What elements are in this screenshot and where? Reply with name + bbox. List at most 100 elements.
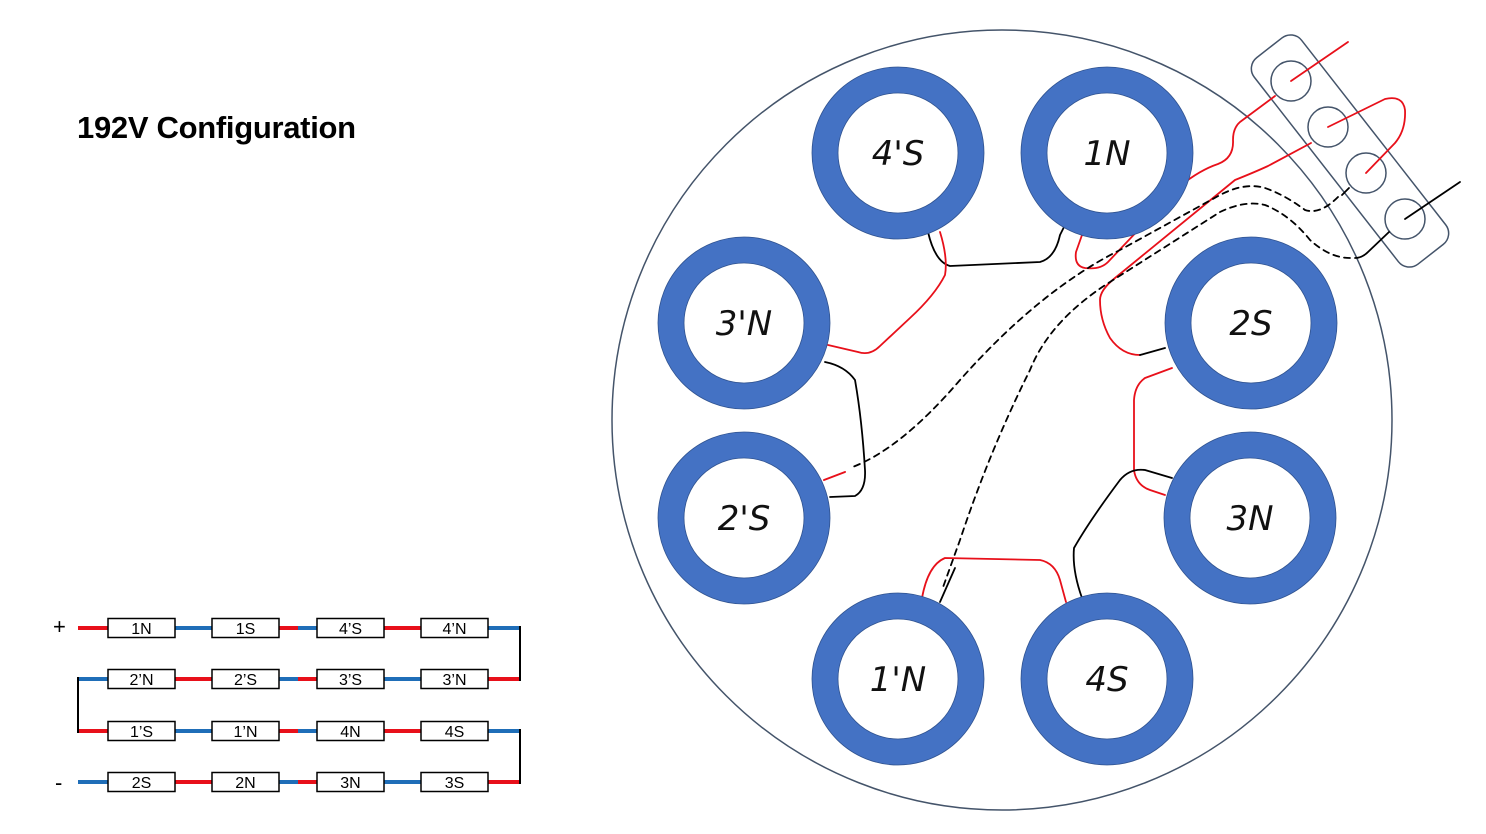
schematic-box-outline [420,720,489,742]
schematic-box-label: 4S [445,724,465,741]
schematic-box-label: 1N [131,621,151,638]
schematic-coil-box: 2’N [107,668,176,690]
schematic-coil-box: 4’S [316,617,385,639]
wire-red-4S-prime-to-3N-prime [827,231,947,355]
schematic-coil-box: 1N [107,617,176,639]
coil-center [1046,618,1168,740]
coil-center [837,92,959,214]
schematic-coil-box: 2N [211,771,280,793]
schematic-box-outline [316,720,385,742]
schematic-coil-box: 4’N [420,617,489,639]
wire-red-2S-to-3N [1133,367,1173,496]
coil-ring-outer-edge [657,236,831,410]
schematic-box-label: 1’S [130,724,153,741]
terminal-3 [1345,152,1387,194]
wire-red-2S-to-terminal [1099,142,1312,356]
coil-ring [812,593,984,765]
schematic-box-outline [107,771,176,793]
coil-label: 2S [1229,304,1272,344]
schematic-box-label: 4N [340,724,360,741]
terminal-4 [1384,198,1426,240]
schematic-box-label: 3S [445,775,465,792]
terminal-2 [1307,106,1349,148]
coil-ring [1021,67,1193,239]
wire-black-lead-out [1404,181,1461,220]
page-title: 192V Configuration [77,110,356,145]
plus-terminal-label: + [53,614,66,639]
coil-ring [812,67,984,239]
wire-red-2S-prime-stub [823,471,846,481]
wire-dashed-2S-prime [849,185,1339,469]
schematic-box-label: 2’N [129,672,153,689]
terminal-block-outline [1250,34,1450,268]
wire-red-terminal-loop [1327,97,1406,174]
coil-center [683,262,805,384]
coil-label: 4'S [872,134,925,174]
schematic-box-outline [107,617,176,639]
wire-black-3N-prime-to-2S-prime [824,361,866,498]
coil-label: 2'S [718,499,771,539]
schematic-box-outline [211,720,280,742]
wire-black-1N-prime-stub [939,567,956,603]
coil-label: 3'N [716,304,772,344]
schematic-box-outline [316,771,385,793]
coil-ring-outer-edge [1020,592,1194,766]
schematic-coil-box: 3’S [316,668,385,690]
coil-ring-outer-edge [1163,431,1337,605]
schematic-box-outline [420,617,489,639]
stator-coil: 4'S [811,66,985,240]
coil-ring [1165,237,1337,409]
wire-black-terminal-4 [1354,231,1390,259]
minus-terminal-label: - [55,770,62,795]
wire-black-2S-stub [1139,347,1166,356]
coil-ring [658,237,830,409]
schematic-box-outline [211,668,280,690]
schematic-box-label: 3N [340,775,360,792]
schematic-box-label: 3’N [442,672,466,689]
schematic-box-outline [420,668,489,690]
schematic-box-label: 4’N [442,621,466,638]
schematic-coil-box: 2S [107,771,176,793]
schematic-box-outline [211,617,280,639]
stator-coil: 1'N [811,592,985,766]
schematic-box-outline [316,617,385,639]
stator-coil: 1N [1020,66,1194,240]
schematic-coil-box: 3’N [420,668,489,690]
schematic-box-outline [211,771,280,793]
wire-black-3N-to-4S [1072,468,1173,599]
series-schematic: + - 1N 1S 4’S 4’N 2’N 2’S 3’S 3’N 1’S 1’N 4N 4S 2S 2N… [53,614,521,795]
stator-coil: 3'N [657,236,831,410]
coil-center [1189,457,1311,579]
terminal-block [1250,34,1450,268]
schematic-box-label: 1S [236,621,256,638]
schematic-box-label: 2’S [234,672,257,689]
schematic-box-outline [107,668,176,690]
schematic-coil-box: 2’S [211,668,280,690]
schematic-box-label: 2N [235,775,255,792]
wire-red-lead-out [1290,41,1349,82]
schematic-box-outline [316,668,385,690]
wire-dashed-1N-prime [941,202,1351,591]
schematic-box-outline [107,720,176,742]
schematic-coil-box: 3S [420,771,489,793]
stator-coil: 3N [1163,431,1337,605]
coil-center [1046,92,1168,214]
stator-housing-circle [611,29,1393,811]
stator-coil: 2S [1164,236,1338,410]
coil-label: 1'N [870,660,926,700]
coil-ring-outer-edge [811,592,985,766]
coil-center [837,618,959,740]
coil-center [683,457,805,579]
schematic-coil-box: 1S [211,617,280,639]
coil-ring-outer-edge [1020,66,1194,240]
coil-ring-outer-edge [657,431,831,605]
schematic-box-outline [420,771,489,793]
schematic-box-label: 3’S [339,672,362,689]
coil-ring-outer-edge [1164,236,1338,410]
schematic-box-label: 1’N [233,724,257,741]
schematic-box-label: 2S [132,775,152,792]
schematic-coil-box: 1’N [211,720,280,742]
terminal-1 [1270,60,1312,102]
